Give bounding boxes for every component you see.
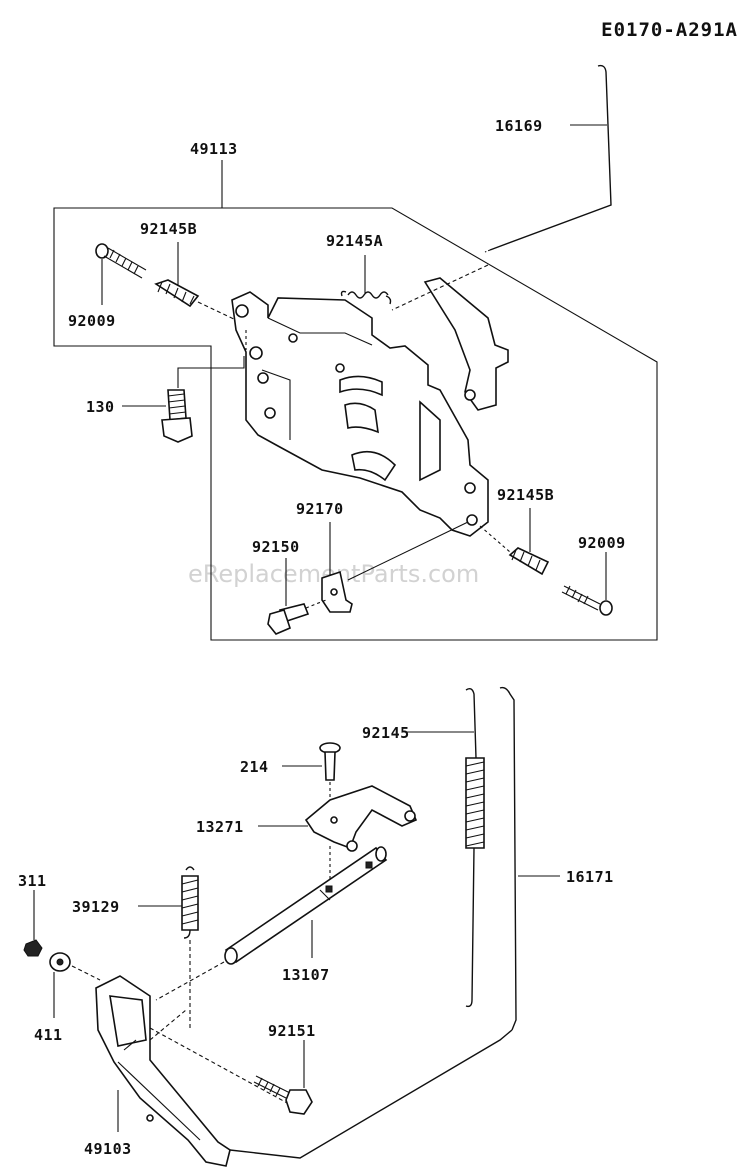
- label-411: 411: [34, 1026, 63, 1044]
- label-214: 214: [240, 758, 269, 776]
- label-16169: 16169: [495, 117, 543, 135]
- rod-16171[interactable]: [229, 686, 517, 1159]
- label-13107: 13107: [282, 966, 330, 984]
- label-92145A: 92145A: [326, 232, 383, 250]
- label-92150: 92150: [252, 538, 300, 556]
- bolt-92150[interactable]: [267, 603, 310, 635]
- label-16171: 16171: [566, 868, 614, 886]
- rod-16169[interactable]: [484, 64, 612, 253]
- control-plate[interactable]: [231, 291, 489, 537]
- assembly-bracket-49113: [53, 160, 658, 641]
- label-92151: 92151: [268, 1022, 316, 1040]
- label-39129: 39129: [72, 898, 120, 916]
- label-92009-upper: 92009: [68, 312, 116, 330]
- label-13271: 13271: [196, 818, 244, 836]
- screw-92009-upper[interactable]: [95, 243, 147, 279]
- label-130: 130: [86, 398, 115, 416]
- lever-arm-49103[interactable]: [95, 975, 231, 1167]
- spring-92145A[interactable]: [340, 290, 392, 305]
- label-92145B-upper: 92145B: [140, 220, 197, 238]
- bolt-92151[interactable]: [253, 1075, 313, 1115]
- plate-13271[interactable]: [304, 785, 418, 852]
- diagram-code: E0170-A291A: [601, 19, 738, 41]
- lever-plate[interactable]: [423, 277, 509, 411]
- spring-92145[interactable]: [465, 687, 485, 1008]
- spring-39129[interactable]: [181, 866, 199, 939]
- clip-92170[interactable]: [321, 570, 353, 613]
- label-92145B-lower: 92145B: [497, 486, 554, 504]
- spring-92145B-upper[interactable]: [154, 279, 200, 308]
- label-92145: 92145: [362, 724, 410, 742]
- label-92009-lower: 92009: [578, 534, 626, 552]
- spring-92145B-lower[interactable]: [508, 547, 550, 576]
- shaft-13107[interactable]: [224, 846, 388, 965]
- washer-411[interactable]: [49, 952, 71, 972]
- screw-92009-lower[interactable]: [561, 585, 613, 616]
- bolt-130[interactable]: [161, 389, 193, 443]
- label-311: 311: [18, 872, 47, 890]
- label-92170: 92170: [296, 500, 344, 518]
- screw-214[interactable]: [319, 742, 341, 781]
- label-49103: 49103: [84, 1140, 132, 1158]
- label-49113: 49113: [190, 140, 238, 158]
- nut-311[interactable]: [23, 939, 43, 957]
